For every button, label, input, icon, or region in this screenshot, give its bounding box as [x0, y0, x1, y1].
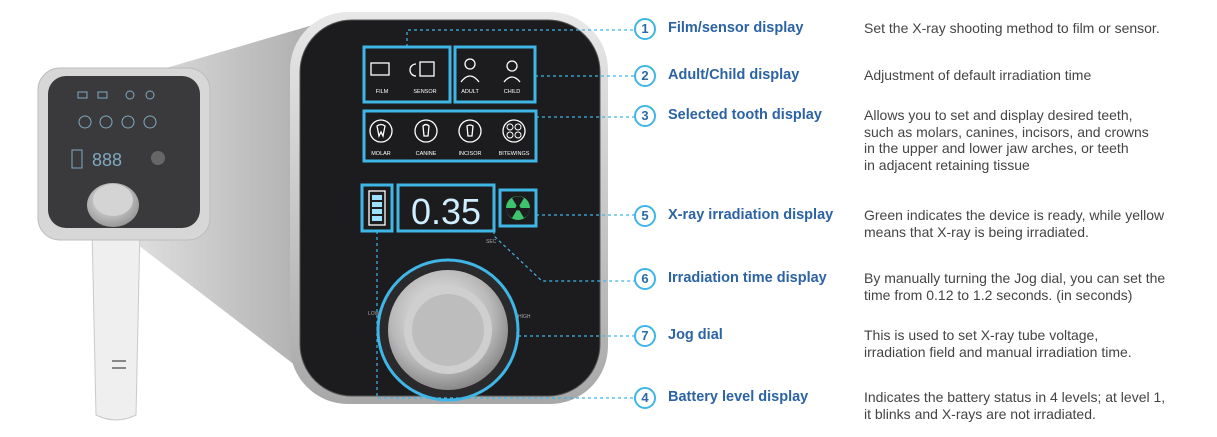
callout-1: 1 Film/sensor display Set the X-ray shooti… [634, 17, 1217, 45]
description-line: Allows you to set and display desired te… [864, 107, 1133, 123]
callout-number: 6 [634, 268, 656, 290]
radiation-icon [506, 196, 530, 220]
dial-label-high: HIGH [518, 314, 531, 320]
callout-number: 2 [634, 65, 656, 87]
description-line: Adjustment of default irradiation time [864, 67, 1092, 83]
callout-title: Adult/Child display [668, 67, 800, 83]
child-icon [503, 60, 521, 83]
sensor-label: SENSOR [413, 89, 436, 95]
callout-number: 7 [634, 325, 656, 347]
description-line: time from 0.12 to 1.2 seconds. (in secon… [864, 286, 1133, 303]
jog-dial[interactable] [376, 258, 520, 402]
incisor-icon [458, 119, 482, 143]
time-box [396, 183, 496, 233]
callout-description: This is used to set X-ray tube voltage,i… [864, 327, 1216, 360]
sensor-icon [409, 61, 435, 77]
adult-label: ADULT [461, 89, 479, 95]
callout-description: By manually turning the Jog dial, you ca… [864, 270, 1216, 303]
callout-description: Indicates the battery status in 4 levels… [864, 389, 1216, 422]
callout-description: Green indicates the device is ready, whi… [864, 207, 1216, 240]
callout-2: 2 Adult/Child display Adjustment of defaul… [634, 64, 1217, 92]
callout-title: X-ray irradiation display [668, 207, 834, 223]
description-line: in the upper and lower jaw arches, or te… [864, 140, 1129, 156]
callout-title: Battery level display [668, 389, 809, 405]
callout-number: 4 [634, 387, 656, 409]
adult-child-box [453, 45, 537, 104]
callout-7: 7 Jog dial This is used to set X-ray tube … [634, 324, 1217, 360]
incisor-label: INCISOR [459, 151, 482, 157]
callout-title: Selected tooth display [668, 107, 822, 123]
canine-label: CANINE [416, 151, 437, 157]
callout-5: 5 X-ray irradiation display Green indicate… [634, 204, 1217, 240]
molar-icon [369, 119, 393, 143]
bitewings-label: BITEWINGS [499, 151, 530, 157]
description-line: means that X-ray is being irradiated. [864, 223, 1089, 240]
callout-3: 3 Selected tooth display Allows you to set… [634, 104, 1217, 173]
callout-description: Adjustment of default irradiation time [864, 67, 1216, 84]
svg-text:888: 888 [92, 150, 122, 170]
callout-4: 4 Battery level display Indicates the batt… [634, 386, 1217, 422]
description-line: This is used to set X-ray tube voltage, [864, 327, 1099, 343]
callout-6: 6 Irradiation time display By manually tur… [634, 267, 1217, 303]
dial-label-sec: SEC [486, 239, 497, 245]
description-line: Green indicates the device is ready, whi… [864, 207, 1165, 223]
adult-icon [460, 58, 480, 83]
description-line: it blinks and X-rays are not irradiated. [864, 405, 1096, 422]
child-label: CHILD [504, 89, 521, 95]
dial-label-low: LOW [368, 311, 380, 317]
description-line: irradiation field and manual irradiation… [864, 343, 1132, 360]
bitewings-icon [502, 119, 526, 143]
canine-icon [414, 119, 438, 143]
description-line: By manually turning the Jog dial, you ca… [864, 270, 1166, 286]
description-line: in adjacent retaining tissue [864, 156, 1030, 173]
callout-number: 1 [634, 18, 656, 40]
callout-title: Film/sensor display [668, 20, 804, 36]
callout-description: Allows you to set and display desired te… [864, 107, 1216, 173]
molar-label: MOLAR [371, 151, 391, 157]
time-display: 0.35 [411, 191, 481, 232]
xray-box [498, 188, 538, 228]
battery-icon [368, 190, 386, 226]
callout-title: Irradiation time display [668, 270, 827, 286]
film-icon [370, 62, 390, 76]
callout-title: Jog dial [668, 327, 723, 343]
description-line: such as molars, canines, incisors, and c… [864, 123, 1149, 140]
description-line: Indicates the battery status in 4 levels… [864, 389, 1166, 405]
callout-description: Set the X-ray shooting method to film or… [864, 20, 1216, 37]
film-label: FILM [376, 89, 389, 95]
small-device: 888 [37, 67, 211, 421]
leader-lines [376, 29, 636, 399]
description-line: Set the X-ray shooting method to film or… [864, 20, 1160, 36]
tooth-box [362, 109, 538, 163]
callout-number: 3 [634, 105, 656, 127]
callout-number: 5 [634, 205, 656, 227]
